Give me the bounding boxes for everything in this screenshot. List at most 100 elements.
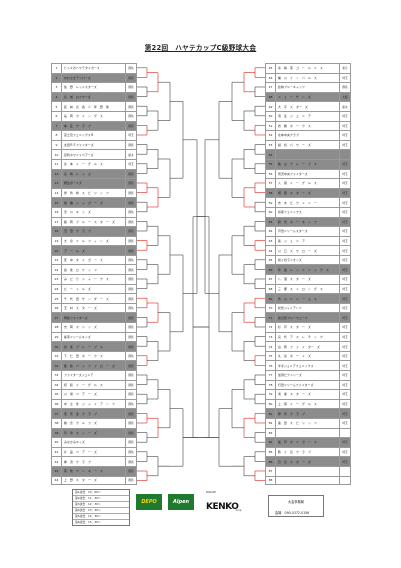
team-name: 藤 岡 ブ ル ー ス タ ー ズ bbox=[64, 219, 115, 224]
team-number: 53 bbox=[266, 140, 276, 150]
team-number: 24 bbox=[52, 284, 62, 294]
schedule-row: 第4試合 13：30～ bbox=[73, 508, 129, 514]
team-prefecture: 埼玉 bbox=[339, 275, 350, 284]
team-name: 神 流 ク ラ ブ bbox=[64, 459, 91, 464]
team-number: 4 bbox=[52, 92, 62, 102]
team-number: 59 bbox=[266, 198, 276, 207]
team-prefecture: 群馬 bbox=[125, 399, 136, 409]
team-number: 74 bbox=[266, 342, 276, 351]
team-prefecture: 群馬 bbox=[125, 188, 136, 198]
team-name: 桶 川 イ ン バ ル ス bbox=[278, 75, 317, 80]
team-prefecture: 埼玉 bbox=[125, 159, 136, 169]
team-prefecture: 埼玉 bbox=[339, 399, 350, 409]
team-number: 10 bbox=[52, 150, 62, 159]
team-number: 71 bbox=[266, 313, 276, 323]
team-number: 32 bbox=[52, 361, 62, 370]
team-prefecture: 埼玉 bbox=[339, 361, 350, 370]
team-number: 7 bbox=[52, 121, 62, 131]
team-name: 前 橋 ジ ャ ガ ー ズ bbox=[64, 200, 103, 205]
team-number: 75 bbox=[266, 351, 276, 361]
team-number: 81 bbox=[266, 409, 276, 418]
team-prefecture: 埼玉 bbox=[339, 140, 350, 150]
team-number: 50 bbox=[266, 111, 276, 121]
team-prefecture: 群馬 bbox=[125, 380, 136, 390]
team-number: 80 bbox=[266, 399, 276, 409]
team-number: 5 bbox=[52, 102, 62, 111]
team-name: 加須ビクトリーズ bbox=[278, 373, 302, 378]
team-prefecture: 群馬 bbox=[125, 83, 136, 92]
team-row: 83 bbox=[265, 427, 351, 438]
team-name: 甘 楽 ブ レ ー ブ ス bbox=[64, 344, 103, 349]
schedule-row: 第1試合 10：00～ bbox=[73, 490, 129, 496]
team-prefecture: 埼玉 bbox=[339, 169, 350, 179]
team-name: 上 野 ス タ ー ズ bbox=[64, 478, 97, 483]
team-name: 昭 和 イ ー グ ル ス bbox=[64, 382, 103, 387]
team-name: 東 吾 妻 ク ラ ブ bbox=[64, 411, 97, 416]
team-name: 日 高 ス タ ー ズ bbox=[278, 459, 311, 464]
team-name: 嬬 恋 ウ ル フ ズ bbox=[64, 421, 97, 426]
team-name: 狭 山 ブ レ ー ブ ス bbox=[278, 162, 317, 167]
team-number: 63 bbox=[266, 236, 276, 246]
team-row: 54 bbox=[265, 149, 351, 159]
team-prefecture: 群馬 bbox=[339, 83, 350, 92]
team-prefecture: 群馬 bbox=[125, 121, 136, 131]
team-name: 伊 奈 ク ラ ブ bbox=[278, 411, 305, 416]
team-prefecture: 埼玉 bbox=[339, 332, 350, 342]
team-number: 20 bbox=[52, 246, 62, 255]
team-number: 60 bbox=[266, 207, 276, 217]
team-number: 44 bbox=[52, 476, 62, 485]
team-prefecture: 群馬 bbox=[125, 418, 136, 428]
team-prefecture: 埼玉 bbox=[125, 131, 136, 140]
team-number: 67 bbox=[266, 275, 276, 284]
team-number: 55 bbox=[266, 159, 276, 169]
team-prefecture: 群馬 bbox=[125, 111, 136, 121]
team-name: 羽 生 ジ ュ ニ ア bbox=[278, 114, 311, 119]
team-name: 吉 川 ド リ ー ム ス bbox=[278, 296, 317, 301]
team-prefecture: 埼玉 bbox=[339, 380, 350, 390]
team-prefecture: 群馬 bbox=[125, 303, 136, 313]
team-number: 26 bbox=[52, 303, 62, 313]
team-name: 佐 野 レッドスターズ bbox=[64, 85, 97, 90]
team-name: 邑 楽 ロ ケ ッ ツ bbox=[64, 267, 97, 272]
team-prefecture: 群馬 bbox=[125, 371, 136, 380]
team-number: 12 bbox=[52, 169, 62, 179]
team-name: 松伏ジャイアンツ bbox=[278, 306, 302, 311]
team-name: ア ー ル ズ bbox=[64, 248, 85, 253]
team-number: 49 bbox=[266, 102, 276, 111]
schedule-row: 第3試合 12：30～ bbox=[73, 502, 129, 508]
team-prefecture: 群馬 bbox=[125, 428, 136, 438]
team-number: 18 bbox=[52, 227, 62, 236]
team-number: 64 bbox=[266, 246, 276, 255]
team-number: 16 bbox=[52, 207, 62, 217]
